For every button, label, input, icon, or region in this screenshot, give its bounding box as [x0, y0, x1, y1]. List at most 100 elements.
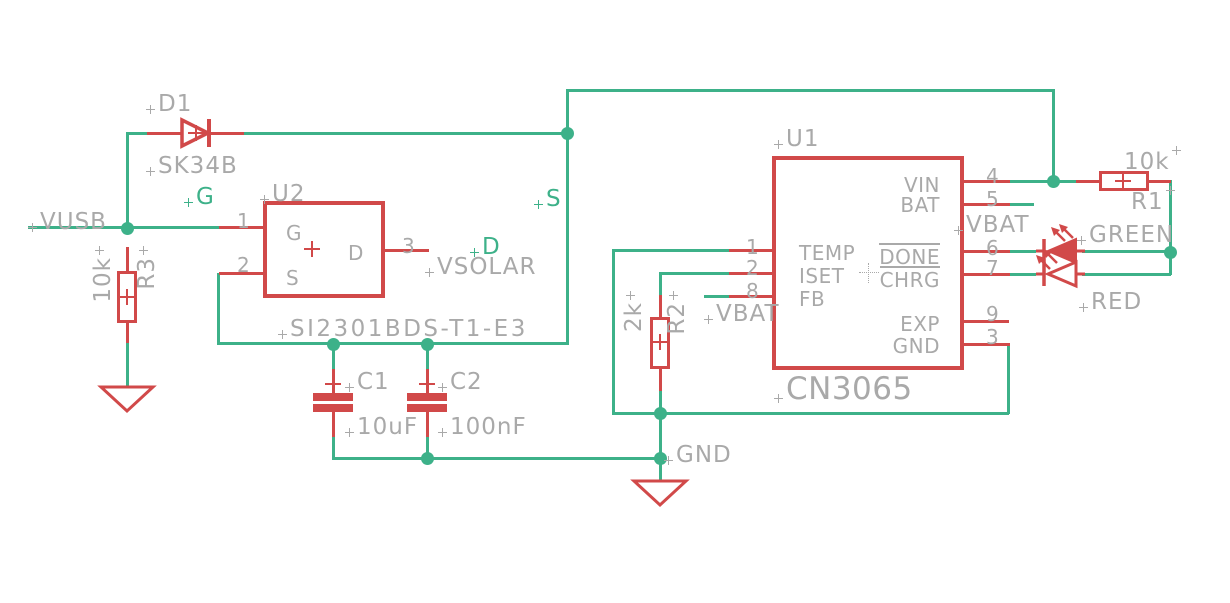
capacitor-c1-plate[interactable] [313, 393, 353, 401]
wire-segment[interactable] [659, 412, 662, 481]
resistor-origin-cross-icon [652, 334, 668, 350]
wire-segment[interactable] [659, 272, 731, 275]
wire-segment[interactable] [1008, 250, 1036, 253]
pin-lead[interactable] [1146, 180, 1171, 183]
mosfet-origin-cross-icon [304, 241, 320, 257]
led-emission-arrows-icon [1036, 224, 1074, 270]
wire-segment[interactable] [243, 132, 568, 135]
pin-lead[interactable] [332, 411, 335, 437]
pin-lead[interactable] [219, 272, 266, 275]
wire-segment[interactable] [426, 343, 429, 370]
pin-name-iset: ISET [799, 264, 845, 288]
wire-segment[interactable] [566, 89, 1055, 92]
wire-segment[interactable] [126, 342, 129, 388]
origin-handle-icon [278, 330, 287, 339]
pin-name-bat: BAT [900, 193, 940, 217]
pin-name-fb: FB [799, 287, 826, 311]
pin-lead[interactable] [126, 320, 129, 343]
resistor-origin-cross-icon [119, 289, 135, 305]
pin-lead[interactable] [210, 132, 244, 135]
origin-handle-icon [95, 246, 104, 255]
pin-lead[interactable] [219, 226, 266, 229]
pin-name-exp: EXP [900, 312, 940, 336]
junction-dot [121, 222, 134, 235]
part-ref-d1: D1 [146, 93, 192, 116]
pin-lead[interactable] [729, 249, 776, 252]
origin-handle-icon [139, 246, 148, 255]
ground-symbol[interactable] [630, 478, 690, 508]
pin-lead[interactable] [961, 180, 1010, 183]
pin-lead[interactable] [961, 320, 1009, 323]
part-ref-u2: U2 [260, 183, 305, 206]
pin-lead[interactable] [961, 250, 1010, 253]
junction-dot [421, 452, 434, 465]
pin-number: 2 [237, 253, 250, 277]
wire-segment[interactable] [704, 295, 731, 298]
wire-segment[interactable] [1008, 273, 1036, 276]
pin-number: 7 [986, 256, 999, 280]
origin-handle-icon [664, 456, 673, 465]
wire-segment[interactable] [659, 389, 662, 414]
pin-lead[interactable] [426, 411, 429, 437]
pin-lead[interactable] [382, 249, 429, 252]
wire-segment[interactable] [217, 342, 568, 345]
wire-segment[interactable] [126, 133, 129, 228]
net-label-vbat-bat: VBAT [954, 214, 1030, 237]
wire-segment[interactable] [1008, 180, 1078, 183]
pin-lead[interactable] [659, 366, 662, 391]
origin-handle-icon [184, 198, 193, 207]
wire-segment[interactable] [612, 412, 1009, 415]
capacitor-c2-plate[interactable] [407, 404, 447, 412]
wire-segment[interactable] [1008, 203, 1034, 206]
origin-handle-icon [704, 315, 713, 324]
wire-segment[interactable] [659, 272, 662, 297]
pin-lead[interactable] [729, 295, 776, 298]
mosfet-u2-body[interactable] [263, 201, 385, 298]
origin-handle-icon [774, 140, 783, 149]
wire-segment[interactable] [332, 343, 335, 370]
pin-name-chrg: CHRG [879, 266, 940, 292]
wire-segment[interactable] [1052, 89, 1055, 182]
pin-lead[interactable] [729, 272, 776, 275]
wire-segment[interactable] [612, 249, 615, 414]
ground-symbol[interactable] [97, 384, 157, 414]
pin-name-done: DONE [879, 243, 940, 269]
origin-handle-icon [438, 428, 447, 437]
pin-lead[interactable] [961, 343, 1010, 346]
part-ref-r2: R2 [664, 291, 690, 335]
part-ref-c1: C1 [345, 371, 390, 394]
net-label-d: D [470, 236, 501, 259]
wire-segment[interactable] [217, 273, 220, 344]
wire-segment[interactable] [566, 89, 569, 345]
pin-number: 6 [986, 236, 999, 260]
origin-handle-icon [425, 268, 434, 277]
origin-handle-icon [470, 248, 479, 257]
pin-number: 3 [986, 325, 999, 349]
wire-segment[interactable] [1007, 343, 1010, 414]
pin-lead[interactable] [1076, 180, 1101, 183]
pin-lead[interactable] [961, 203, 1010, 206]
wire-segment[interactable] [126, 132, 148, 135]
pin-lead[interactable] [961, 273, 1010, 276]
wire-segment[interactable] [332, 436, 335, 458]
pin-number: 8 [746, 279, 759, 303]
capacitor-c1-plate[interactable] [313, 404, 353, 412]
wire-segment[interactable] [332, 457, 661, 460]
wire-segment[interactable] [1082, 273, 1171, 276]
wire-segment[interactable] [426, 436, 429, 458]
pin-lead[interactable] [126, 247, 129, 274]
pin-lead[interactable] [659, 295, 662, 319]
dual-led-symbol[interactable] [1028, 224, 1092, 290]
junction-dot [1047, 175, 1060, 188]
wire-segment[interactable] [612, 249, 738, 252]
origin-handle-icon [669, 291, 678, 300]
wire-segment[interactable] [1169, 180, 1172, 275]
part-value-r1: 10k [1124, 146, 1181, 174]
origin-handle-icon [1171, 146, 1181, 155]
pin-lead[interactable] [147, 132, 184, 135]
net-label-s: S [534, 188, 562, 211]
pin-name-drain: D [348, 241, 364, 265]
wire-segment[interactable] [1082, 250, 1171, 253]
capacitor-c2-plate[interactable] [407, 393, 447, 401]
part-value-r2: 2k [621, 291, 647, 332]
